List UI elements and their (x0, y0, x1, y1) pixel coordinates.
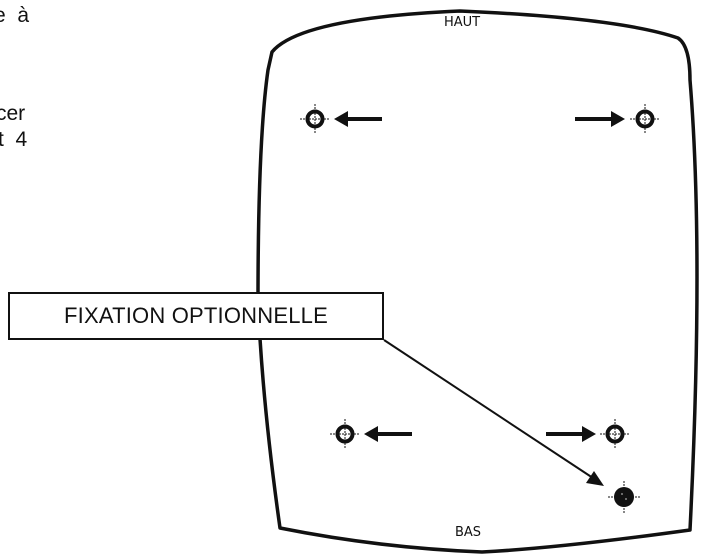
optional-fixing-callout-box: FIXATION OPTIONNELLE (8, 292, 384, 340)
arrow-left-icon (334, 111, 382, 127)
arrow-right-icon (575, 111, 625, 127)
top-label: HAUT (444, 15, 480, 30)
arrow-right-icon (546, 426, 596, 442)
cropped-instruction-text-line-2: cer (0, 102, 26, 125)
bottom-label: BAS (455, 525, 481, 540)
mounting-hole-bottom-left (330, 419, 360, 449)
callout-label: FIXATION OPTIONNELLE (64, 303, 328, 328)
mounting-hole-bottom-right (600, 419, 630, 449)
mounting-hole-top-right (630, 104, 660, 134)
callout-leader-arrow-icon (383, 339, 604, 486)
cropped-instruction-text-line-3: t 4 (0, 128, 28, 151)
arrow-left-icon (364, 426, 412, 442)
mounting-hole-top-left (300, 104, 330, 134)
casing-outline (256, 9, 699, 554)
optional-fixing-hole (608, 481, 640, 513)
cropped-instruction-text-line-1: e à (0, 4, 30, 27)
